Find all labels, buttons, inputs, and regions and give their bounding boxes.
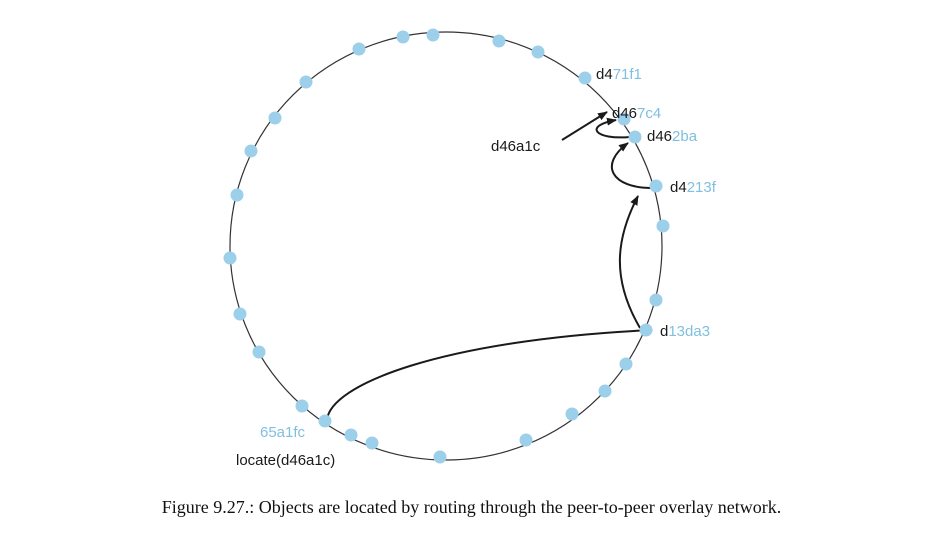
- route-hop-d13da3-to-d4213f: [618, 195, 641, 329]
- node-d462ba: [628, 130, 642, 144]
- node-d471f1: [578, 71, 592, 85]
- ring-node: [598, 384, 612, 398]
- node-d4213f: [649, 179, 663, 193]
- ring-node: [223, 251, 237, 265]
- label-prefix: d46: [647, 128, 672, 145]
- ring-node: [344, 428, 358, 442]
- label-prefix: d46: [612, 105, 637, 122]
- ring-nodes: [223, 28, 670, 464]
- ring-node: [649, 293, 663, 307]
- ring-node: [365, 436, 379, 450]
- label-suffix: 13da3: [668, 323, 710, 340]
- label-d4213f: d4213f: [670, 179, 717, 196]
- label-suffix: 71f1: [613, 66, 642, 83]
- route-hop-d462ba-to-d467c4: [595, 117, 631, 139]
- label-prefix: d: [660, 323, 668, 340]
- ring-node: [396, 30, 410, 44]
- ring-node: [233, 307, 247, 321]
- label-suffix: 213f: [687, 179, 717, 196]
- ring-node: [619, 357, 633, 371]
- ring-node: [352, 42, 366, 56]
- key-pointer-arrow: [561, 111, 608, 141]
- ring-node: [492, 34, 506, 48]
- node-d13da3: [639, 323, 653, 337]
- label-65a1fc: 65a1fc: [260, 424, 306, 441]
- ring-node: [656, 219, 670, 233]
- key-label: d46a1c: [491, 138, 541, 155]
- label-prefix: d4: [670, 179, 687, 196]
- route-hop-d4213f-to-d462ba: [610, 142, 653, 189]
- ring-node: [230, 188, 244, 202]
- node-d467c4: [617, 112, 631, 126]
- ring-node: [426, 28, 440, 42]
- ring-node: [268, 111, 282, 125]
- ring-node: [433, 450, 447, 464]
- ring-node: [252, 345, 266, 359]
- labeled-nodes: [318, 71, 663, 428]
- label-d471f1: d471f1: [596, 66, 642, 83]
- label-prefix: d4: [596, 66, 613, 83]
- ring-node: [519, 433, 533, 447]
- request-label: locate(d46a1c): [236, 452, 335, 469]
- ring-node: [565, 407, 579, 421]
- ring-node: [299, 75, 313, 89]
- ring-node: [244, 144, 258, 158]
- ring-node: [531, 45, 545, 59]
- label-d13da3: d13da3: [660, 323, 710, 340]
- route-hop-65a1fc-to-d13da3: [326, 326, 653, 421]
- label-suffix: 2ba: [672, 128, 698, 145]
- label-suffix: 7c4: [637, 105, 661, 122]
- label-d462ba: d462ba: [647, 128, 698, 145]
- node-65a1fc: [318, 414, 332, 428]
- ring-node: [295, 399, 309, 413]
- figure-caption: Figure 9.27.: Objects are located by rou…: [161, 497, 782, 517]
- overlay-ring: [229, 31, 663, 461]
- label-d467c4: d467c4: [612, 105, 661, 122]
